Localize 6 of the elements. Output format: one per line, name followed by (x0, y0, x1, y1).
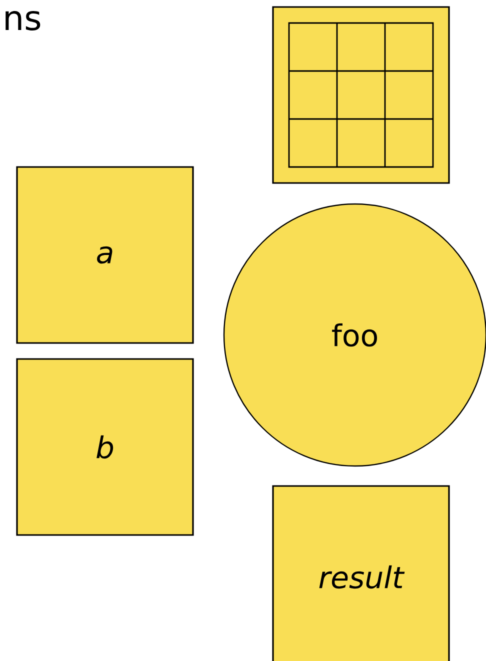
square-box: b (16, 358, 194, 536)
circle-node: foo (223, 203, 486, 467)
square-box: result (272, 485, 450, 661)
square-box: a (16, 166, 194, 344)
title-text: ns (6, 10, 40, 30)
grid-box (272, 6, 450, 184)
